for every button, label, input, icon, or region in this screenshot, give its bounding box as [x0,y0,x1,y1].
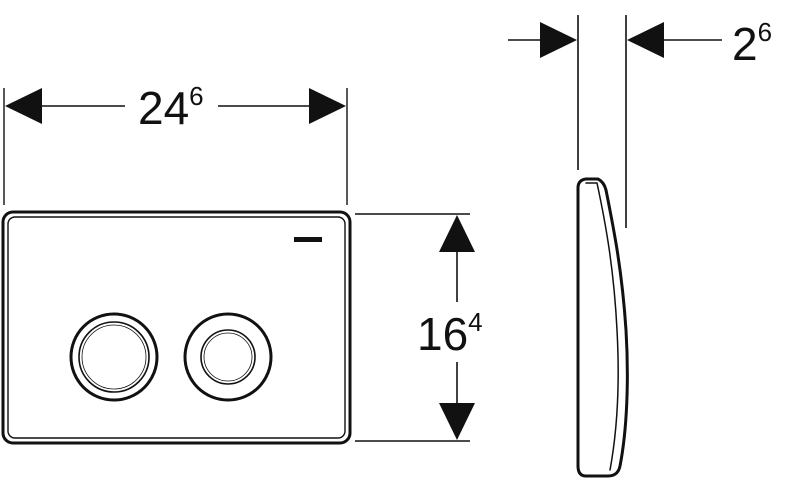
depth-dimension: 26 [508,15,772,228]
width-arrow-right [309,88,346,124]
depth-arrow-left [540,22,577,58]
flush-plate-inner [7,216,346,439]
side-profile-inner [585,182,619,471]
flush-button-small [183,312,273,402]
flush-button-large-ring [78,321,150,393]
depth-dimension-label: 26 [732,17,772,70]
front-view [1,210,352,445]
flush-button-small-ring [200,329,256,385]
flush-plate-outer [1,210,352,445]
width-arrow-left [5,88,42,124]
depth-arrow-right [627,22,664,58]
flush-button-large [69,312,159,402]
height-dimension: 164 [355,213,483,442]
width-dimension: 246 [3,81,348,205]
side-profile-outer [576,177,629,478]
brand-logo-badge [294,237,322,242]
height-arrow-bottom [439,403,475,440]
width-dimension-label: 246 [138,81,204,134]
height-dimension-label: 164 [417,307,483,360]
height-arrow-top [439,215,475,252]
side-view [576,177,629,478]
